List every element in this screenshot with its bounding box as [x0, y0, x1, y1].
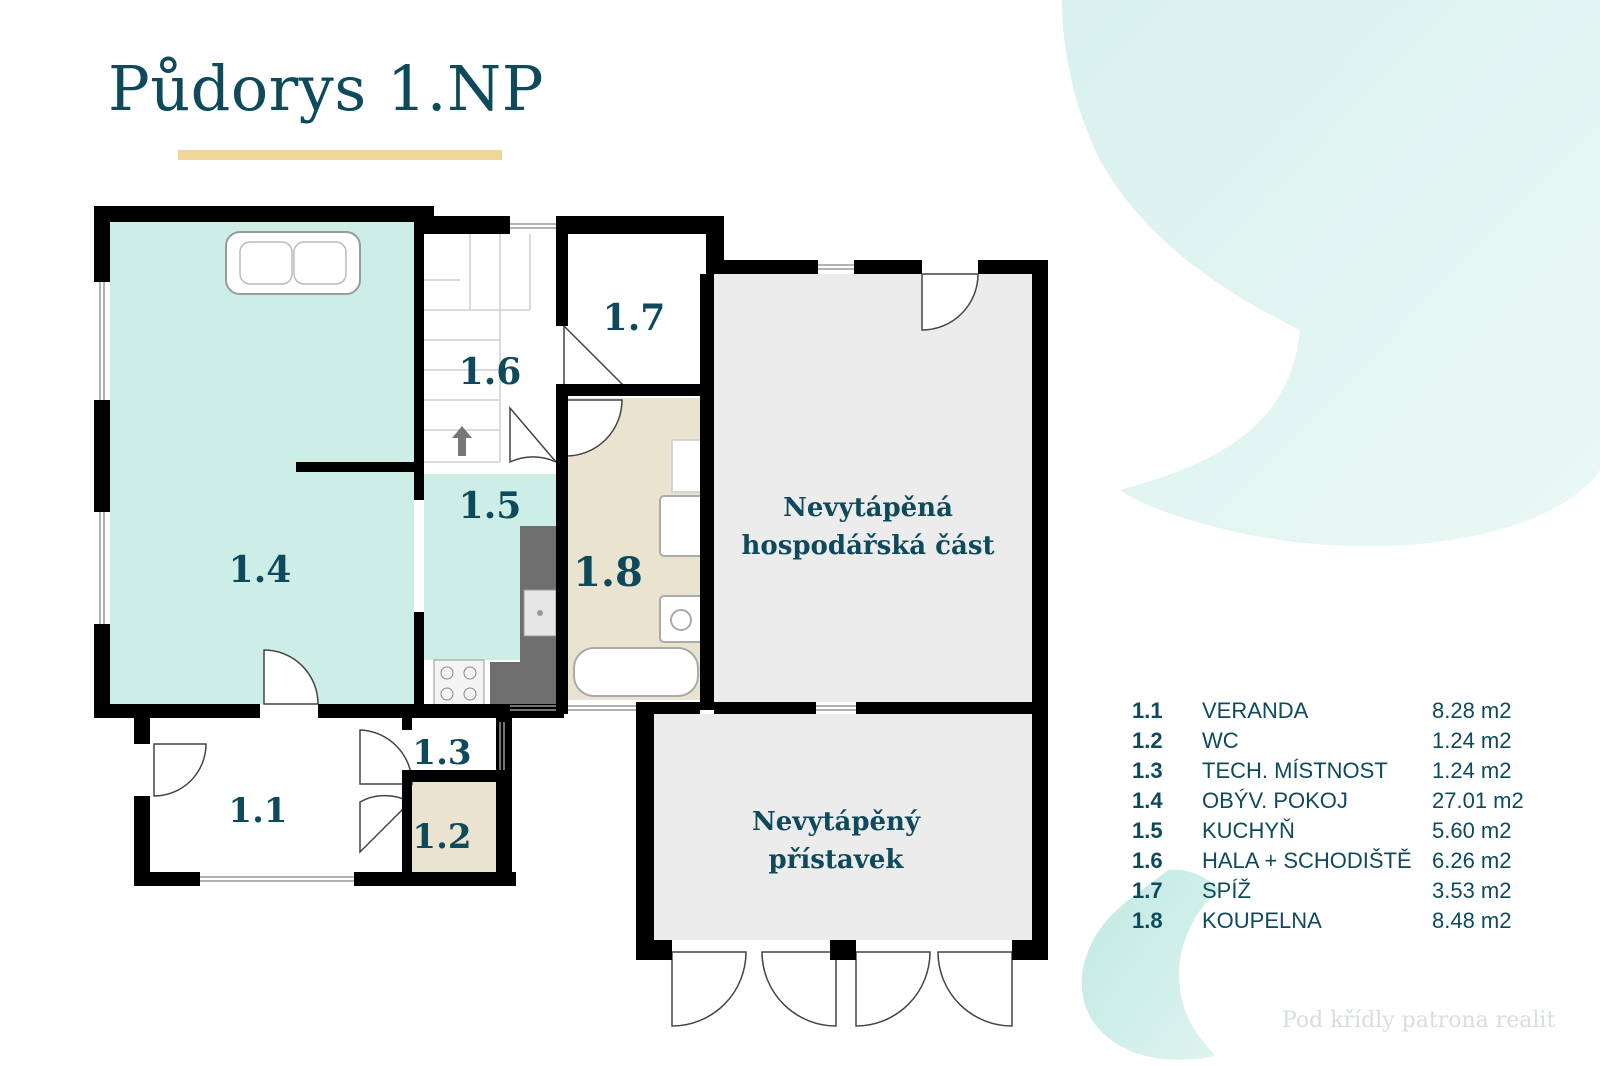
- brand-watermark: Pod křídly patrona realit: [1282, 1008, 1556, 1033]
- kitchen-counter-bottom: [490, 662, 558, 710]
- room-label-1-6: 1.6: [459, 351, 522, 393]
- room-label-1-8: 1.8: [573, 549, 643, 596]
- room-label-1-2: 1.2: [412, 817, 471, 857]
- room-fill-annex: [654, 714, 1032, 940]
- stair-arrow-icon: [452, 426, 472, 456]
- legend-name: TECH. MÍSTNOST: [1202, 758, 1388, 783]
- walls: [94, 206, 1048, 960]
- legend-num: 1.4: [1132, 788, 1163, 813]
- stove-burner: [440, 687, 454, 701]
- legend-row: 1.4 OBÝV. POKOJ 27.01 m2: [1132, 788, 1552, 818]
- door-swings: [153, 273, 1013, 1027]
- legend-row: 1.2 WC 1.24 m2: [1132, 728, 1552, 758]
- legend-num: 1.1: [1132, 698, 1163, 723]
- legend-row: 1.3 TECH. MÍSTNOST 1.24 m2: [1132, 758, 1552, 788]
- legend-num: 1.3: [1132, 758, 1163, 783]
- legend-name: HALA + SCHODIŠTĚ: [1202, 848, 1412, 873]
- legend-area: 1.24 m2: [1432, 728, 1512, 753]
- legend-num: 1.8: [1132, 908, 1163, 933]
- washing-machine: [659, 595, 705, 643]
- legend-num: 1.7: [1132, 878, 1163, 903]
- room-legend: 1.1 VERANDA 8.28 m2 1.2 WC 1.24 m2 1.3 TECH. …: [1132, 698, 1552, 938]
- stove-burner: [463, 687, 477, 701]
- bathroom-counter: [671, 439, 705, 493]
- room-label-1-5: 1.5: [459, 485, 522, 527]
- stove-burner: [463, 666, 477, 680]
- legend-name: SPÍŽ: [1202, 878, 1251, 903]
- farm-part-label-line1: Nevytápěná: [783, 493, 953, 523]
- room-fill-hall: [424, 234, 556, 474]
- decorative-wing-small: [1081, 869, 1220, 1060]
- annex-label-line2: přístavek: [769, 845, 905, 875]
- legend-row: 1.6 HALA + SCHODIŠTĚ 6.26 m2: [1132, 848, 1552, 878]
- stove-burner: [440, 666, 454, 680]
- stove: [433, 659, 485, 707]
- staircase: [424, 234, 531, 463]
- legend-row: 1.8 KOUPELNA 8.48 m2: [1132, 908, 1552, 938]
- room-fill-wc: [412, 782, 496, 872]
- room-label-1-7: 1.7: [603, 297, 666, 339]
- legend-name: OBÝV. POKOJ: [1202, 788, 1348, 813]
- legend-num: 1.5: [1132, 818, 1163, 843]
- page-title: Půdorys 1.NP: [108, 52, 544, 125]
- legend-row: 1.1 VERANDA 8.28 m2: [1132, 698, 1552, 728]
- room-label-1-3: 1.3: [412, 733, 471, 773]
- farm-part-label-line2: hospodářská část: [741, 531, 994, 561]
- windows: [99, 223, 856, 882]
- title-underline: [178, 150, 502, 160]
- legend-num: 1.6: [1132, 848, 1163, 873]
- legend-area: 5.60 m2: [1432, 818, 1512, 843]
- legend-row: 1.7 SPÍŽ 3.53 m2: [1132, 878, 1552, 908]
- legend-area: 27.01 m2: [1432, 788, 1524, 813]
- legend-name: KUCHYŇ: [1202, 818, 1295, 843]
- legend-num: 1.2: [1132, 728, 1163, 753]
- room-fill-farm-part: [714, 274, 1032, 702]
- legend-area: 3.53 m2: [1432, 878, 1512, 903]
- legend-name: WC: [1202, 728, 1239, 753]
- annex-label-line1: Nevytápěný: [752, 807, 921, 837]
- legend-area: 8.48 m2: [1432, 908, 1512, 933]
- legend-area: 6.26 m2: [1432, 848, 1512, 873]
- legend-name: KOUPELNA: [1202, 908, 1322, 933]
- legend-row: 1.5 KUCHYŇ 5.60 m2: [1132, 818, 1552, 848]
- legend-area: 8.28 m2: [1432, 698, 1512, 723]
- washbasin: [659, 495, 705, 557]
- legend-area: 1.24 m2: [1432, 758, 1512, 783]
- sofa-icon: [225, 231, 361, 295]
- room-label-1-1: 1.1: [228, 791, 287, 831]
- room-label-1-4: 1.4: [229, 549, 292, 591]
- kitchen-sink-drain: [537, 610, 543, 616]
- decorative-wing-shape: [1062, 0, 1600, 547]
- legend-name: VERANDA: [1202, 698, 1309, 723]
- bathtub: [573, 647, 699, 697]
- washing-machine-drum: [670, 609, 692, 631]
